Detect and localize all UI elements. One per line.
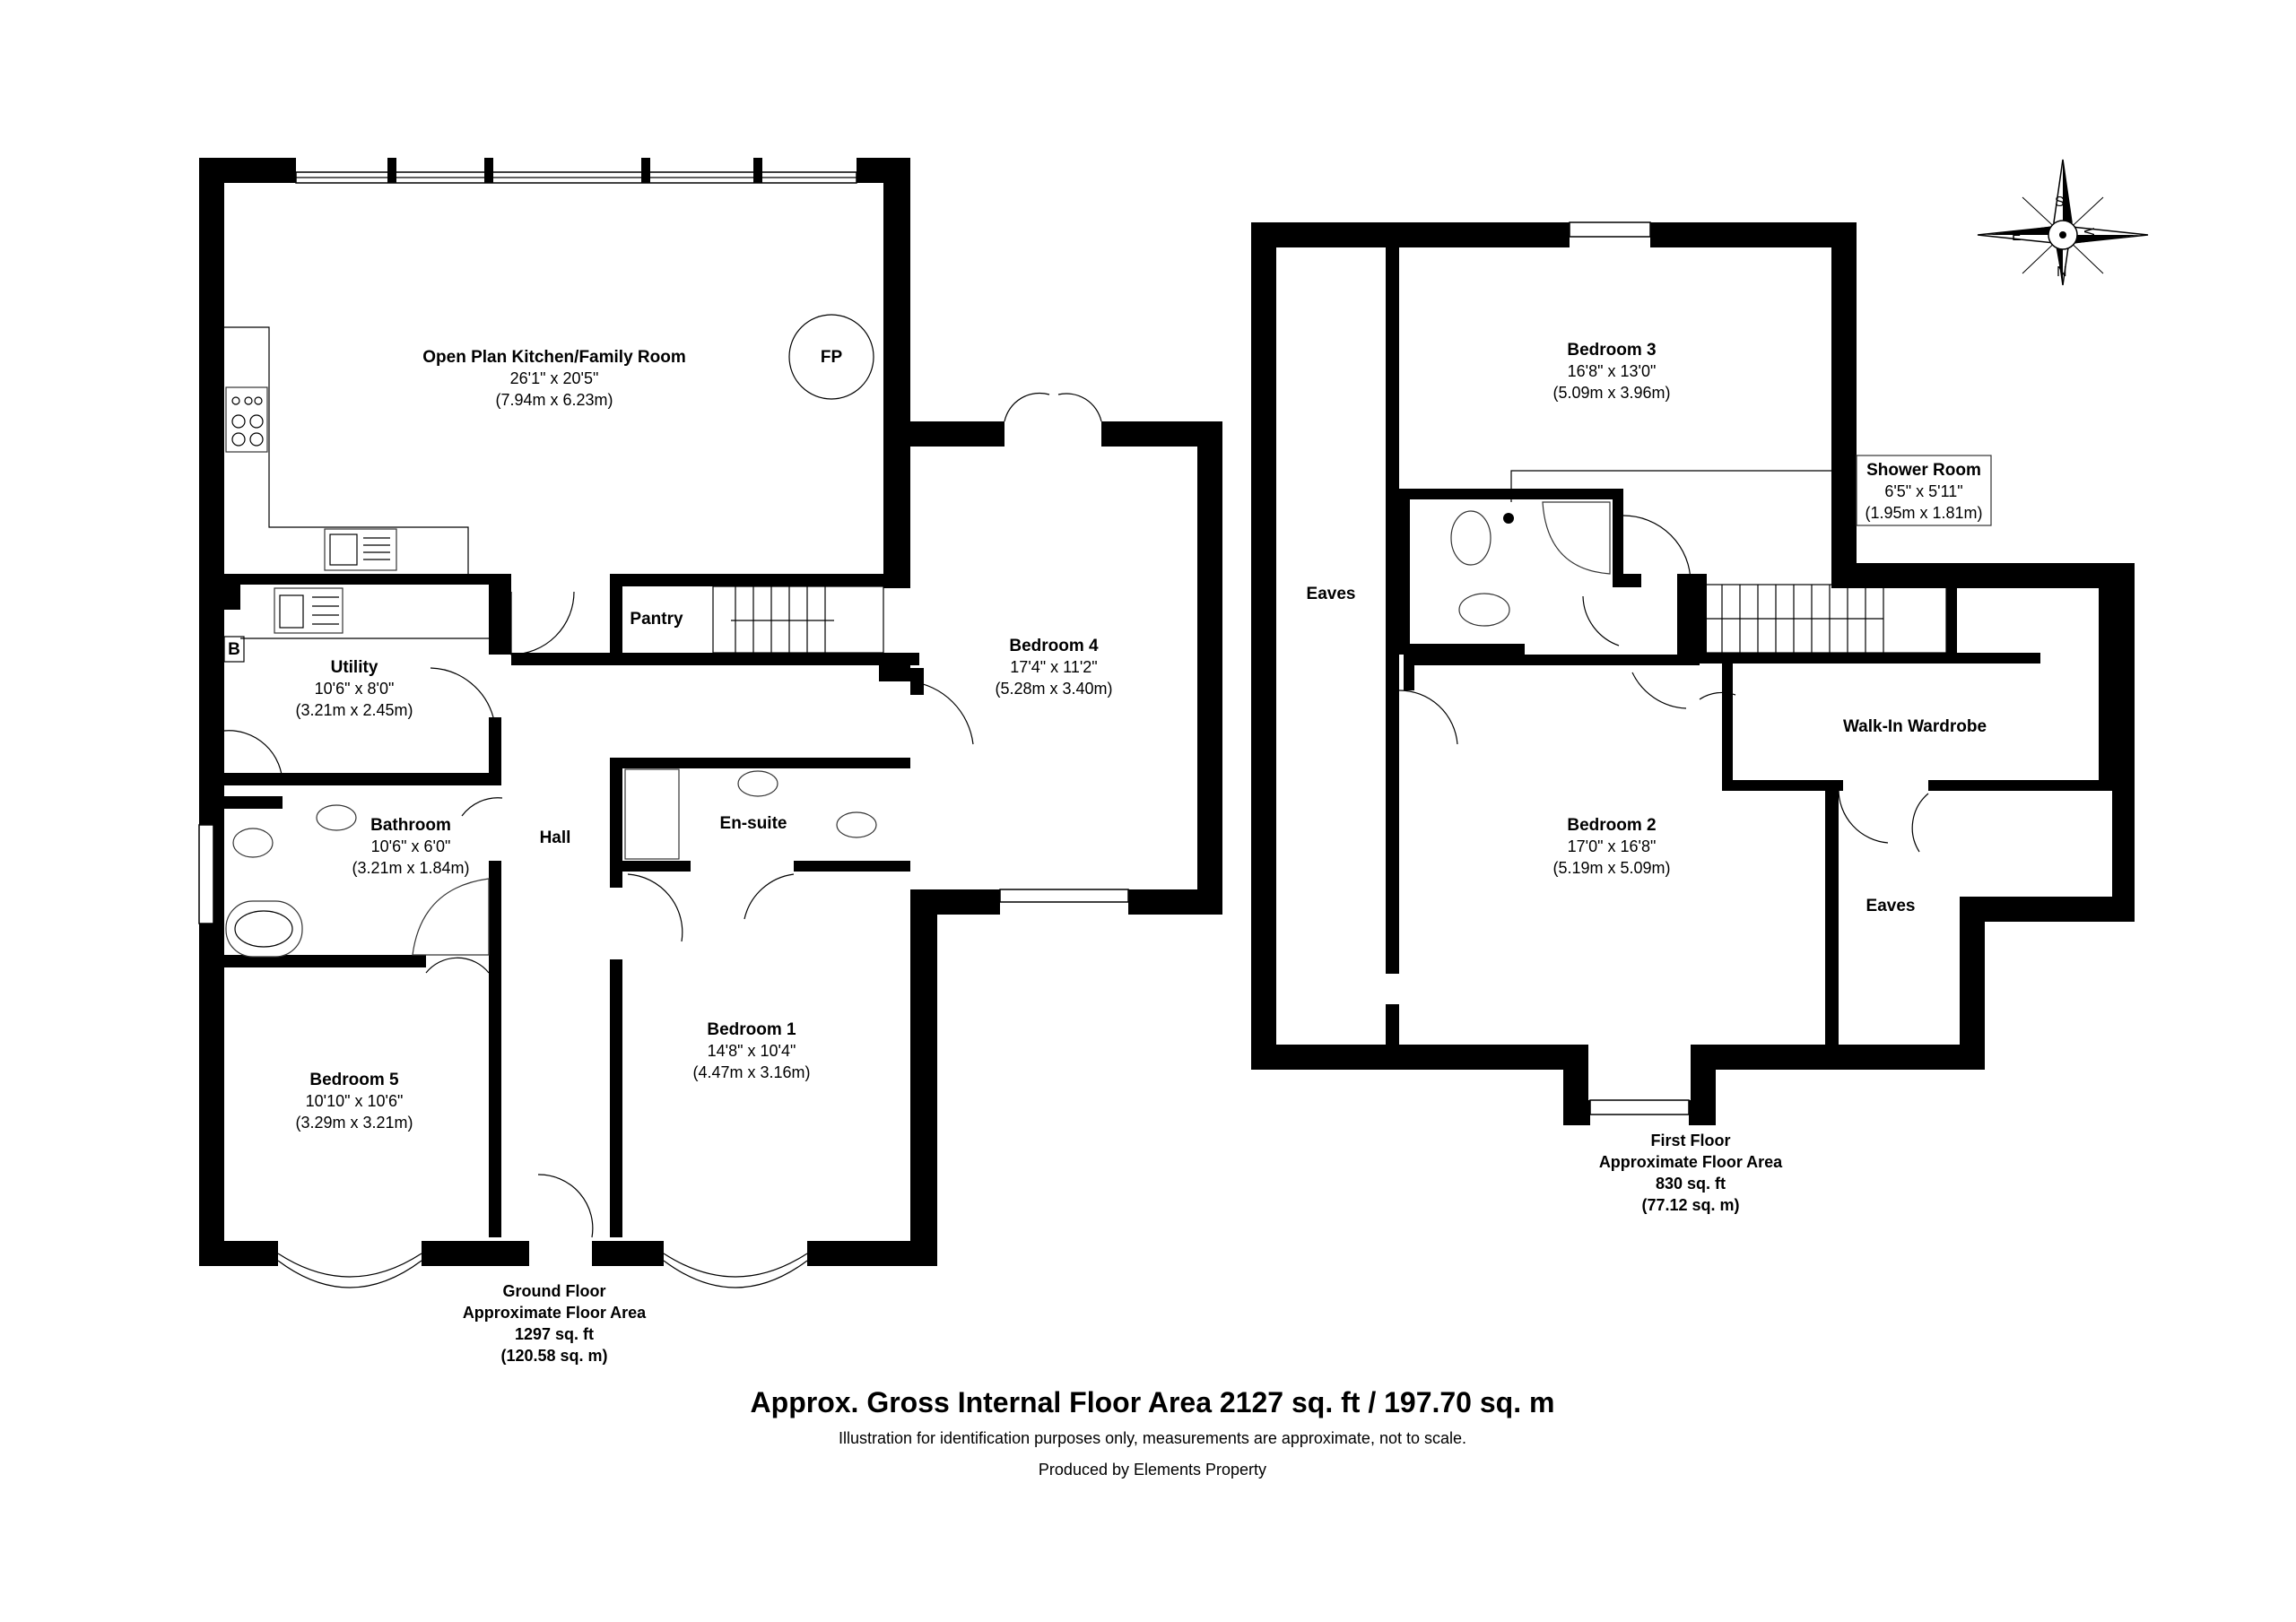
gross-floor-area: Approx. Gross Internal Floor Area 2127 s… — [751, 1386, 1555, 1418]
fireplace-label: FP — [821, 348, 843, 367]
ground-floor-sqft: 1297 sq. ft — [515, 1325, 594, 1343]
bay-windows — [198, 824, 1129, 1288]
shower-room-fixtures — [1450, 470, 1857, 627]
bathroom-fixtures — [225, 804, 490, 958]
bathroom-name: Bathroom — [370, 816, 451, 835]
bedroom2-name: Bedroom 2 — [1567, 816, 1656, 835]
ground-floor-title: Ground Floor — [503, 1282, 606, 1300]
ground-floor-labels: Open Plan Kitchen/Family Room 26'1" x 20… — [228, 348, 1112, 1365]
bedroom5-metric: (3.29m x 3.21m) — [295, 1114, 413, 1132]
first-floor-sqft: 830 sq. ft — [1656, 1175, 1726, 1193]
shower-room-name: Shower Room — [1866, 461, 1981, 480]
ground-floor-plan: Open Plan Kitchen/Family Room 26'1" x 20… — [198, 158, 1222, 1365]
first-floor-labels: Bedroom 3 16'8" x 13'0" (5.09m x 3.96m) … — [1307, 341, 1992, 1214]
first-floor-interior-walls — [1386, 247, 2135, 1049]
pantry-name: Pantry — [630, 610, 683, 629]
compass-w: W — [2081, 228, 2096, 242]
bedroom3-name: Bedroom 3 — [1567, 341, 1656, 360]
boiler-label: B — [228, 640, 240, 659]
bedroom5-imperial: 10'10" x 10'6" — [306, 1092, 404, 1110]
first-stairs — [1699, 584, 1947, 654]
bathroom-metric: (3.21m x 1.84m) — [352, 859, 469, 877]
bedroom1-imperial: 14'8" x 10'4" — [708, 1042, 796, 1060]
first-floor-windows — [1569, 221, 1690, 1115]
shower-room-imperial: 6'5" x 5'11" — [1884, 482, 1962, 500]
ensuite-name: En-suite — [720, 814, 787, 833]
bedroom3-metric: (5.09m x 3.96m) — [1552, 384, 1670, 402]
compass-rose-icon: S E W N — [1977, 159, 2149, 286]
producer-credit: Produced by Elements Property — [1039, 1461, 1266, 1479]
kitchen-units — [224, 326, 469, 574]
ground-stairs — [712, 585, 884, 654]
eaves-left-label: Eaves — [1307, 585, 1356, 603]
bedroom4-metric: (5.28m x 3.40m) — [995, 680, 1112, 698]
utility-metric: (3.21m x 2.45m) — [295, 701, 413, 719]
ground-floor-sqm: (120.58 sq. m) — [500, 1347, 607, 1365]
fireplace — [788, 314, 874, 400]
ground-doors — [223, 392, 1102, 1238]
shower-room-metric: (1.95m x 1.81m) — [1865, 504, 1982, 522]
ensuite-fixtures — [624, 768, 877, 860]
compass-n: N — [2057, 265, 2067, 280]
bedroom2-imperial: 17'0" x 16'8" — [1568, 837, 1657, 855]
compass-e: E — [2012, 229, 2022, 244]
bedroom3-imperial: 16'8" x 13'0" — [1568, 362, 1657, 380]
bedroom2-metric: (5.19m x 5.09m) — [1552, 859, 1670, 877]
first-floor-subtitle: Approximate Floor Area — [1599, 1153, 1783, 1171]
walk-in-wardrobe-name: Walk-In Wardrobe — [1843, 717, 1987, 736]
kitchen-imperial: 26'1" x 20'5" — [510, 369, 599, 387]
footer: Approx. Gross Internal Floor Area 2127 s… — [751, 1386, 1555, 1479]
ground-floor-interior-walls — [220, 574, 924, 1237]
kitchen-metric: (7.94m x 6.23m) — [495, 391, 613, 409]
first-floor-plan: Bedroom 3 16'8" x 13'0" (5.09m x 3.96m) … — [1251, 221, 2135, 1214]
first-floor-doors — [1398, 515, 1929, 853]
bathroom-imperial: 10'6" x 6'0" — [371, 837, 451, 855]
utility-imperial: 10'6" x 8'0" — [315, 680, 395, 698]
eaves-right-label: Eaves — [1866, 897, 1916, 915]
disclaimer: Illustration for identification purposes… — [839, 1429, 1466, 1447]
kitchen-name: Open Plan Kitchen/Family Room — [422, 348, 686, 367]
first-floor-walls — [1251, 222, 2135, 1125]
ground-floor-walls — [199, 158, 1222, 1266]
kitchen-windows — [295, 158, 857, 184]
bedroom5-name: Bedroom 5 — [309, 1071, 399, 1089]
compass-s: S — [2055, 195, 2065, 210]
utility-name: Utility — [331, 658, 378, 677]
ground-floor-subtitle: Approximate Floor Area — [463, 1304, 647, 1322]
bedroom4-imperial: 17'4" x 11'2" — [1010, 658, 1097, 676]
utility-units — [223, 587, 489, 663]
first-floor-title: First Floor — [1651, 1132, 1731, 1149]
shower-room-label-box — [1856, 455, 1992, 526]
bedroom1-metric: (4.47m x 3.16m) — [692, 1063, 810, 1081]
bedroom4-name: Bedroom 4 — [1009, 637, 1099, 655]
first-floor-sqm: (77.12 sq. m) — [1641, 1196, 1739, 1214]
hall-name: Hall — [540, 828, 571, 847]
bedroom1-name: Bedroom 1 — [707, 1020, 796, 1039]
